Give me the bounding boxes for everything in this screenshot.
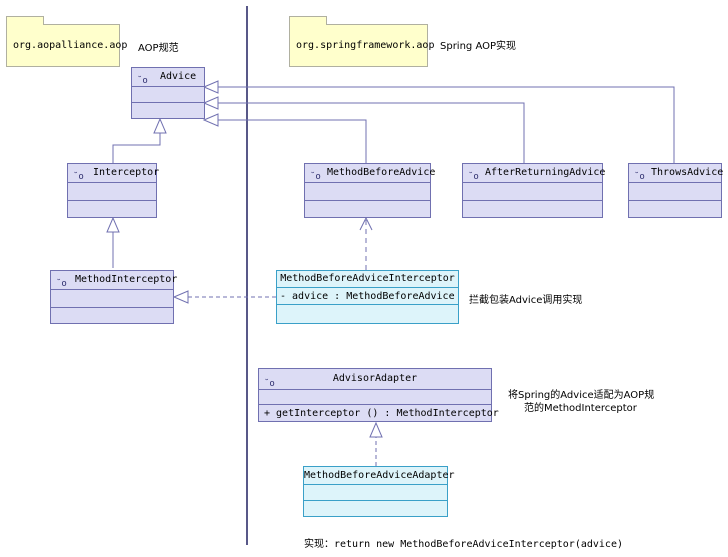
note-adapt-line1: 将Spring的Advice适配为AOP规 bbox=[508, 390, 655, 401]
generalization-arrowhead bbox=[202, 80, 219, 94]
interface-icon: ˘o bbox=[56, 279, 67, 289]
note-adapt-line2: 范的MethodInterceptor bbox=[524, 403, 637, 414]
operation-getinterceptor: + getInterceptor () : MethodInterceptor bbox=[264, 408, 499, 419]
realization-arrowhead bbox=[172, 290, 189, 304]
interface-icon: ˘o bbox=[634, 172, 645, 182]
package-icon bbox=[6, 16, 44, 25]
generalization-arrowhead bbox=[202, 113, 219, 127]
realization-arrowhead bbox=[369, 421, 383, 438]
generalization-throwsadvice-advice bbox=[218, 86, 675, 163]
class-methodbeforeadviceadapter[interactable]: MethodBeforeAdviceAdapter bbox=[303, 466, 455, 517]
generalization-arrowhead bbox=[153, 117, 167, 134]
interface-icon: ˘o bbox=[73, 172, 84, 182]
note-spring-aop-impl: Spring AOP实现 bbox=[440, 41, 517, 52]
generalization-afterreturningadvice-advice bbox=[218, 102, 525, 163]
note-intercept-wrap: 拦截包装Advice调用实现 bbox=[469, 295, 583, 306]
generalization-interceptor-advice bbox=[112, 133, 161, 163]
generalization-methodbeforeadvice-advice bbox=[218, 119, 367, 163]
interface-icon: ˘o bbox=[310, 172, 321, 182]
interface-icon: ˘o bbox=[468, 172, 479, 182]
generalization-arrowhead bbox=[202, 96, 219, 110]
package-org-aopalliance-aop: org.aopalliance.aop bbox=[6, 16, 127, 67]
generalization-arrowhead bbox=[106, 216, 120, 233]
class-methodbeforeadviceinterceptor[interactable]: MethodBeforeAdviceInterceptor - advice :… bbox=[276, 270, 459, 324]
attribute-advice: - advice : MethodBeforeAdvice bbox=[277, 288, 458, 305]
package-icon bbox=[289, 16, 327, 25]
interface-icon: ˘o bbox=[137, 76, 148, 86]
dependency-arrowhead bbox=[359, 216, 373, 231]
interface-icon: ˘o bbox=[264, 379, 275, 389]
package-org-springframework-aop: org.springframework.aop bbox=[289, 16, 434, 67]
note-aop-spec: AOP规范 bbox=[138, 43, 179, 54]
note-impl-return: 实现：return new MethodBeforeAdviceIntercep… bbox=[304, 539, 623, 550]
